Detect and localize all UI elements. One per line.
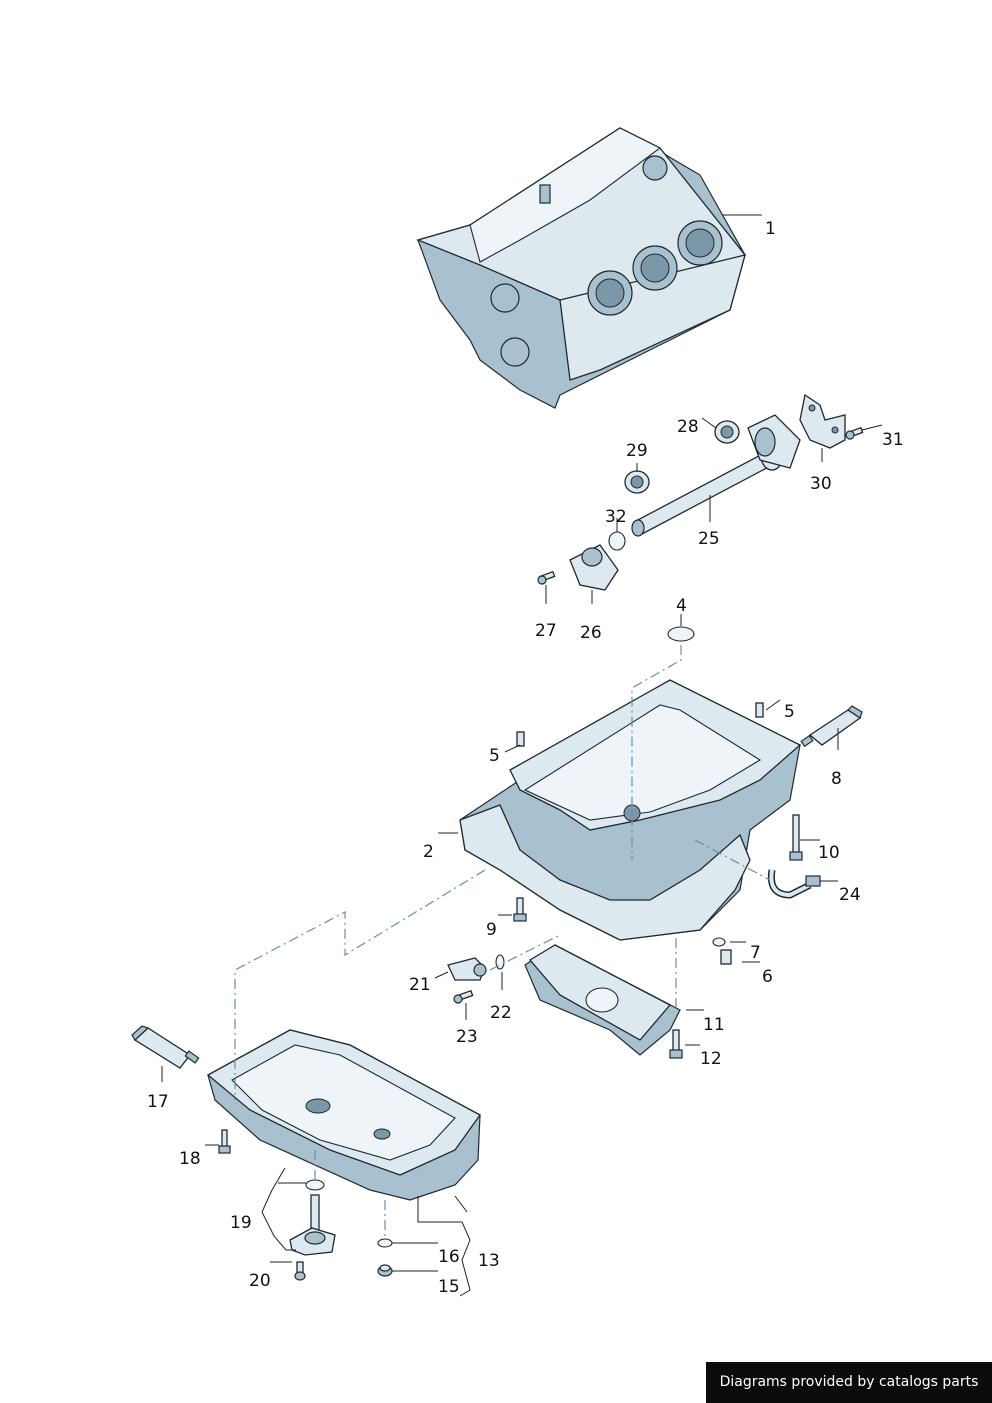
callout-30: 30 — [810, 474, 832, 494]
callout-25: 25 — [698, 529, 720, 549]
bearing-29 — [624, 470, 650, 494]
bearing-28 — [714, 420, 740, 444]
bolt-9 — [513, 897, 527, 922]
callout-17: 17 — [147, 1092, 169, 1112]
dowel-5-right — [755, 702, 764, 718]
o-ring-32 — [608, 531, 626, 551]
callout-12: 12 — [700, 1049, 722, 1069]
o-ring-4 — [667, 626, 695, 642]
callout-28: 28 — [677, 417, 699, 437]
bolt-31 — [845, 426, 864, 440]
callout-4: 4 — [676, 596, 687, 616]
callout-29: 29 — [626, 441, 648, 461]
bracket-30 — [799, 393, 846, 449]
bolt-20 — [294, 1261, 306, 1281]
callout-10: 10 — [818, 843, 840, 863]
sealant-tube-17 — [131, 1025, 200, 1069]
engine-block — [416, 127, 747, 409]
callout-20: 20 — [249, 1271, 271, 1291]
callout-7: 7 — [750, 943, 761, 963]
baffle-plate — [524, 944, 681, 1056]
callout-24: 24 — [839, 885, 861, 905]
callout-31: 31 — [882, 430, 904, 450]
bolt-10 — [789, 814, 803, 861]
callout-6: 6 — [762, 967, 773, 987]
callout-11: 11 — [703, 1015, 725, 1035]
bearing-housing-26 — [569, 544, 619, 591]
callout-1: 1 — [765, 219, 776, 239]
callout-5-left: 5 — [489, 746, 500, 766]
bolt-18 — [218, 1129, 231, 1154]
callout-13: 13 — [478, 1251, 500, 1271]
o-ring-19 — [305, 1179, 325, 1191]
seal-16 — [377, 1238, 393, 1248]
callout-5-right: 5 — [784, 702, 795, 722]
leader-lines — [161, 214, 883, 1297]
centerlines — [234, 645, 771, 1238]
callout-labels: 1 2 4 5 5 6 7 8 9 10 11 12 13 15 16 17 1… — [147, 219, 904, 1297]
callout-19: 19 — [230, 1213, 252, 1233]
drain-plug-15 — [377, 1264, 393, 1277]
upper-oil-pan — [459, 679, 802, 941]
callout-2: 2 — [423, 842, 434, 862]
callout-27: 27 — [535, 621, 557, 641]
callout-32: 32 — [605, 507, 627, 527]
callout-21: 21 — [409, 975, 431, 995]
bolt-12 — [669, 1029, 683, 1059]
sensor-21 — [447, 957, 487, 981]
lower-oil-pan — [206, 1029, 481, 1201]
callout-26: 26 — [580, 623, 602, 643]
credit-banner: Diagrams provided by catalogs parts — [706, 1362, 992, 1403]
plug-6 — [720, 949, 732, 965]
callout-15: 15 — [438, 1277, 460, 1297]
callout-22: 22 — [490, 1003, 512, 1023]
bearing-housing-rear — [747, 414, 801, 469]
pipe-24 — [767, 869, 821, 899]
bolt-23 — [453, 989, 474, 1004]
callout-9: 9 — [486, 920, 497, 940]
callout-8: 8 — [831, 769, 842, 789]
callout-23: 23 — [456, 1027, 478, 1047]
level-sensor-19 — [289, 1194, 336, 1256]
dowel-5-left — [516, 731, 525, 747]
callout-16: 16 — [438, 1247, 460, 1267]
callout-18: 18 — [179, 1149, 201, 1169]
seal-7 — [712, 937, 726, 947]
sealant-tube-8 — [800, 705, 863, 748]
bolt-27 — [537, 570, 556, 585]
